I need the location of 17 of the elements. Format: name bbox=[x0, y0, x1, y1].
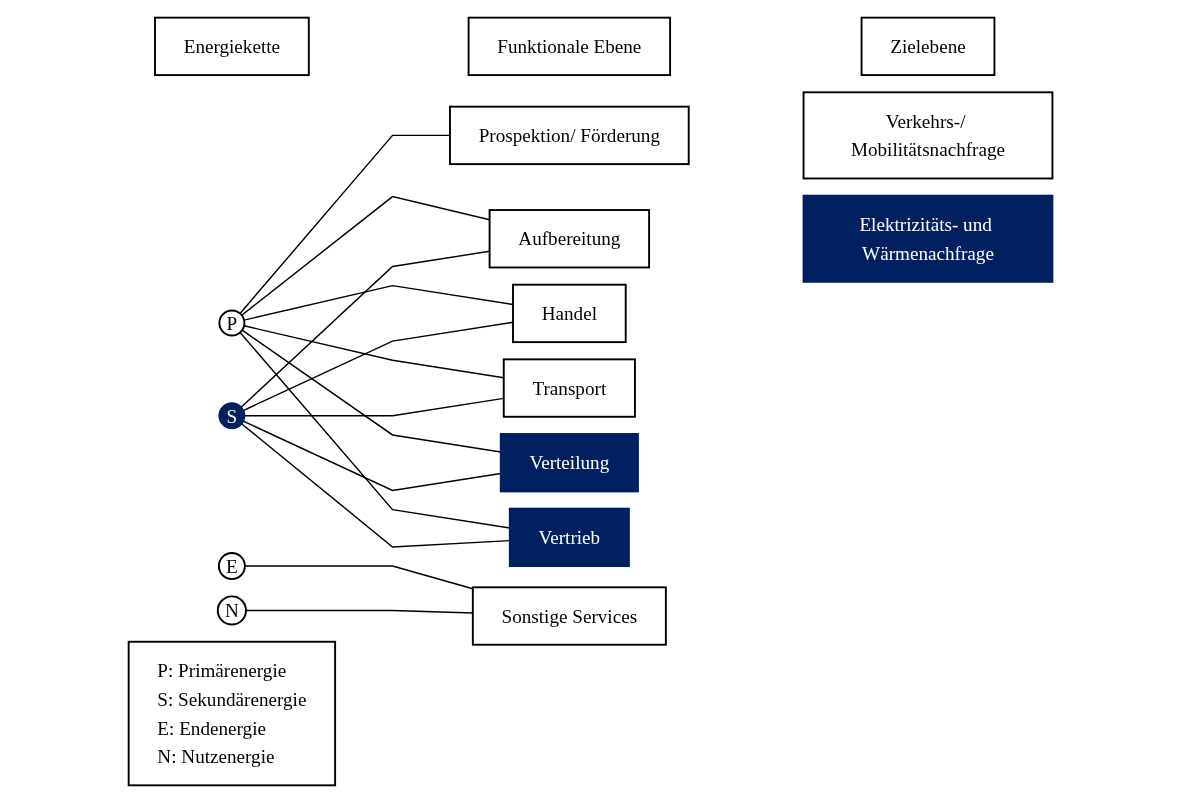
node-box: Elektrizitäts- und Wärmenachfrage bbox=[802, 194, 1054, 283]
node-box: Funktionale Ebene bbox=[467, 16, 671, 77]
node-box: Zielebene bbox=[860, 16, 996, 77]
node-box: Handel bbox=[512, 283, 627, 344]
node-box: Transport bbox=[502, 358, 636, 418]
node-box: Verkehrs-/ Mobilitätsnachfrage bbox=[802, 91, 1054, 180]
node-box: P: Primärenergie S: Sekundärenergie E: Endenergie N: Nutzenergie bbox=[127, 640, 337, 787]
node-box: Vertrieb bbox=[508, 507, 630, 568]
node-circle: S bbox=[218, 402, 246, 430]
node-circle: P bbox=[218, 309, 246, 337]
node-circle: E bbox=[217, 552, 246, 581]
node-box: Prospektion/ Förderung bbox=[448, 105, 690, 166]
node-box: Aufbereitung bbox=[488, 209, 650, 269]
node-box: Verteilung bbox=[499, 433, 639, 493]
node-box: Energiekette bbox=[154, 16, 310, 77]
node-circle: N bbox=[216, 595, 247, 626]
node-box: Sonstige Services bbox=[471, 586, 667, 646]
